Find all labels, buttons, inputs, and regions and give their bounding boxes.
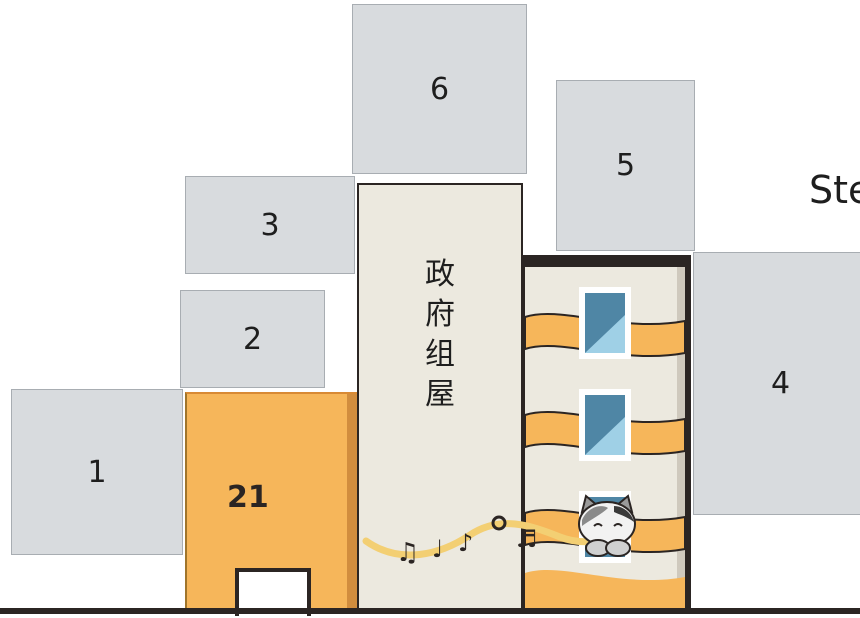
plot-3-label: 3 [260, 207, 280, 243]
svg-text:♬: ♬ [516, 525, 538, 553]
gov-char-4: 屋 [425, 377, 455, 412]
window-icon [579, 287, 631, 359]
plot-4[interactable]: 4 [693, 252, 860, 515]
ground-line [0, 608, 860, 614]
svg-text:♫: ♫ [396, 538, 419, 568]
plot-6-label: 6 [429, 71, 450, 107]
music-notes-icon: ♫ ♩ ♪ ♬ [362, 515, 614, 568]
svg-text:♪: ♪ [458, 529, 473, 557]
gov-char-1: 政 [425, 257, 455, 292]
gov-char-2: 府 [425, 297, 455, 332]
orange-building-label: 21 [227, 480, 269, 515]
plot-6[interactable]: 6 [352, 4, 527, 174]
window-icon [579, 389, 631, 461]
gov-char-3: 组 [425, 337, 455, 372]
svg-text:♩: ♩ [432, 535, 443, 563]
tower-facade [524, 267, 686, 614]
government-building-label: 政 府 组 屋 [359, 255, 521, 415]
plot-5-label: 5 [615, 148, 636, 183]
cat-icon [578, 494, 636, 557]
government-building[interactable]: 政 府 组 屋 [357, 183, 523, 614]
plot-1-label: 1 [87, 454, 107, 490]
plot-5[interactable]: 5 [556, 80, 695, 251]
orange-building[interactable]: 21 [185, 392, 359, 616]
plot-2-label: 2 [242, 321, 263, 357]
plot-2[interactable]: 2 [180, 290, 325, 388]
orange-building-shade [347, 394, 359, 614]
plot-1[interactable]: 1 [11, 389, 183, 555]
plot-4-label: 4 [770, 366, 791, 401]
plot-3[interactable]: 3 [185, 176, 355, 274]
side-label: Ste [809, 168, 860, 212]
tower-building[interactable] [521, 255, 691, 614]
